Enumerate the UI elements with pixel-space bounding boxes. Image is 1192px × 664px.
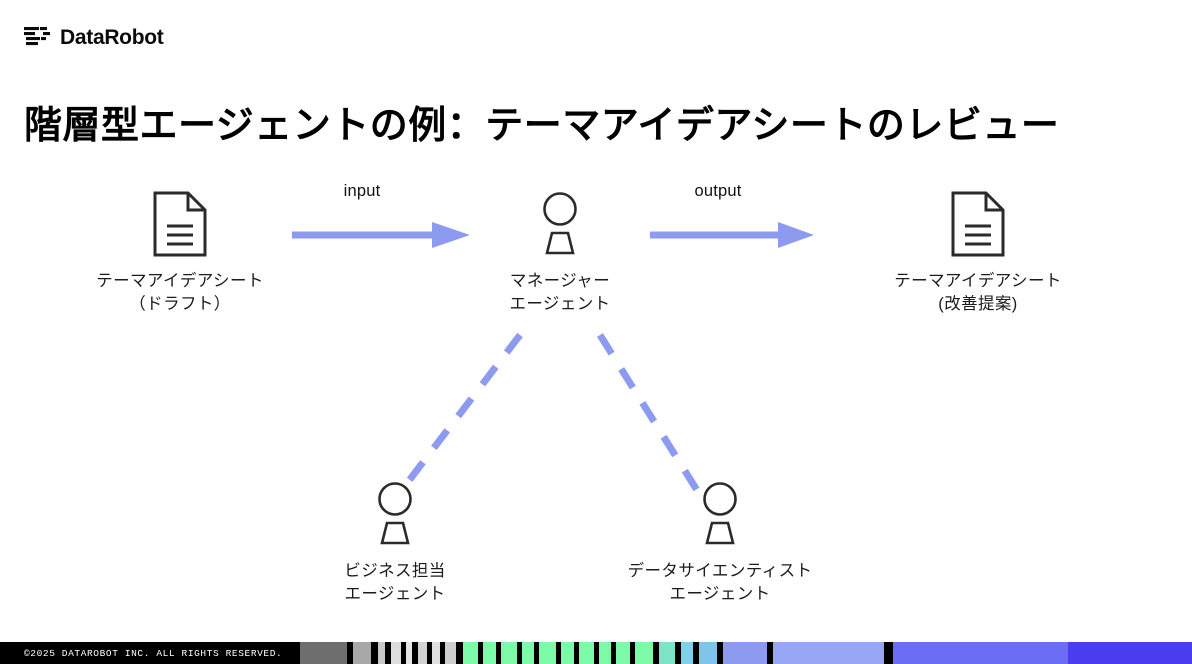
diagram-connectors xyxy=(292,222,814,498)
barcode-segment-10 xyxy=(412,642,418,664)
node-label: ビジネス担当 エージェント xyxy=(344,562,446,604)
page-title: 階層型エージェントの例：テーマアイデアシートのレビュー xyxy=(24,105,1060,148)
node-label: テーマアイデアシート （ドラフト） xyxy=(96,272,264,314)
node-label: マネージャー エージェント xyxy=(509,272,611,314)
barcode-segment-15 xyxy=(444,642,457,664)
barcode-segment-29 xyxy=(578,642,595,664)
footer-barcode-decoration xyxy=(282,642,1192,664)
barcode-segment-42 xyxy=(716,642,724,664)
barcode-segment-48 xyxy=(1068,642,1192,664)
copyright-text: ©2025 DATAROBOT INC. ALL RIGHTS RESERVED… xyxy=(24,647,283,659)
edge-label-input: input xyxy=(343,182,381,200)
barcode-segment-19 xyxy=(483,642,497,664)
edge-label-output: output xyxy=(694,182,742,200)
barcode-segment-9 xyxy=(406,642,413,664)
barcode-segment-44 xyxy=(766,642,774,664)
barcode-segment-34 xyxy=(630,642,636,664)
barcode-segment-35 xyxy=(635,642,654,664)
barcode-segment-27 xyxy=(560,642,574,664)
brand-logo: DataRobot xyxy=(24,22,164,52)
edge-output-arrow xyxy=(650,222,814,248)
barcode-segment-45 xyxy=(773,642,885,664)
barcode-segment-41 xyxy=(698,642,717,664)
barcode-segment-8 xyxy=(400,642,407,664)
edge-manager-datascientist-dashed xyxy=(597,333,703,497)
barcode-segment-47 xyxy=(893,642,1069,664)
brand-name: DataRobot xyxy=(60,25,164,49)
barcode-segment-3 xyxy=(353,642,372,664)
barcode-segment-0 xyxy=(282,642,301,664)
node-business-agent: ビジネス担当 エージェント xyxy=(295,480,495,607)
node-draft-document: テーマアイデアシート （ドラフト） xyxy=(80,190,280,317)
barcode-segment-18 xyxy=(478,642,484,664)
barcode-segment-20 xyxy=(496,642,502,664)
barcode-segment-1 xyxy=(300,642,347,664)
barcode-segment-31 xyxy=(599,642,611,664)
barcode-segment-37 xyxy=(658,642,676,664)
edge-input-arrow xyxy=(292,222,470,248)
diagram-canvas: input output テーマアイデアシート （ドラフト） マネージャー エー… xyxy=(0,150,1192,640)
barcode-segment-17 xyxy=(462,642,479,664)
barcode-segment-13 xyxy=(431,642,440,664)
edge-manager-business-dashed xyxy=(395,332,523,498)
barcode-segment-46 xyxy=(884,642,894,664)
barcode-segment-16 xyxy=(456,642,463,664)
barcode-segment-30 xyxy=(594,642,600,664)
barcode-segment-43 xyxy=(723,642,767,664)
person-agent-icon xyxy=(360,480,430,548)
barcode-segment-24 xyxy=(533,642,539,664)
barcode-segment-40 xyxy=(693,642,699,664)
barcode-segment-7 xyxy=(390,642,401,664)
barcode-segment-26 xyxy=(555,642,561,664)
barcode-segment-14 xyxy=(439,642,445,664)
datarobot-bars-logo-icon xyxy=(24,26,50,48)
barcode-segment-12 xyxy=(426,642,432,664)
node-datascientist-agent: データサイエンティスト エージェント xyxy=(620,480,820,607)
person-agent-icon xyxy=(525,190,595,258)
barcode-segment-6 xyxy=(385,642,391,664)
footer-bar: ©2025 DATAROBOT INC. ALL RIGHTS RESERVED… xyxy=(0,642,1192,664)
barcode-segment-33 xyxy=(616,642,631,664)
barcode-segment-4 xyxy=(371,642,378,664)
node-label: テーマアイデアシート (改善提案) xyxy=(894,272,1062,314)
node-final-document: テーマアイデアシート (改善提案) xyxy=(878,190,1078,317)
barcode-segment-5 xyxy=(377,642,386,664)
barcode-segment-28 xyxy=(573,642,579,664)
barcode-segment-21 xyxy=(501,642,517,664)
document-icon xyxy=(152,190,208,258)
barcode-segment-23 xyxy=(522,642,534,664)
barcode-segment-38 xyxy=(675,642,681,664)
barcode-segment-22 xyxy=(516,642,523,664)
barcode-segment-36 xyxy=(653,642,659,664)
barcode-segment-11 xyxy=(417,642,427,664)
node-manager-agent: マネージャー エージェント xyxy=(460,190,660,317)
barcode-segment-25 xyxy=(538,642,556,664)
barcode-segment-2 xyxy=(346,642,354,664)
node-label: データサイエンティスト エージェント xyxy=(627,562,813,604)
person-agent-icon xyxy=(685,480,755,548)
barcode-segment-39 xyxy=(680,642,694,664)
barcode-segment-32 xyxy=(610,642,617,664)
document-icon xyxy=(950,190,1006,258)
